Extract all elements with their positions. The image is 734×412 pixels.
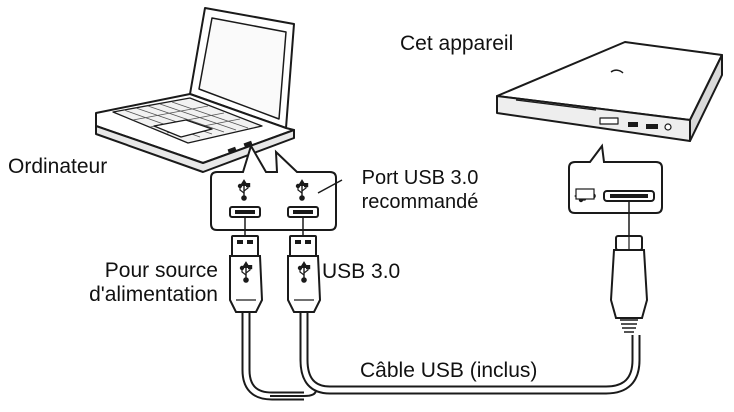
usb-a-plug-icon bbox=[287, 217, 322, 313]
external-drive-icon bbox=[496, 41, 723, 142]
usb3-label: USB 3.0 bbox=[322, 260, 401, 283]
power-label: Pour source d'alimentation bbox=[68, 259, 218, 307]
cable-label: Câble USB (inclus) bbox=[360, 359, 538, 382]
computer-label: Ordinateur bbox=[8, 155, 108, 178]
power-label-line1: Pour source bbox=[104, 259, 218, 282]
usb-cable bbox=[241, 312, 641, 401]
device-port-callout bbox=[568, 143, 663, 214]
usb-a-plug-icon bbox=[229, 217, 264, 313]
computer-ports-callout bbox=[210, 143, 343, 231]
usb-micro-b-plug-icon bbox=[609, 201, 649, 333]
port-label: Port USB 3.0 recommandé bbox=[344, 166, 496, 214]
power-label-line2: d'alimentation bbox=[89, 283, 218, 306]
port-label-line2: recommandé bbox=[361, 191, 479, 213]
device-label: Cet appareil bbox=[400, 32, 514, 55]
laptop-icon bbox=[95, 7, 295, 173]
port-label-line1: Port USB 3.0 bbox=[361, 167, 479, 189]
